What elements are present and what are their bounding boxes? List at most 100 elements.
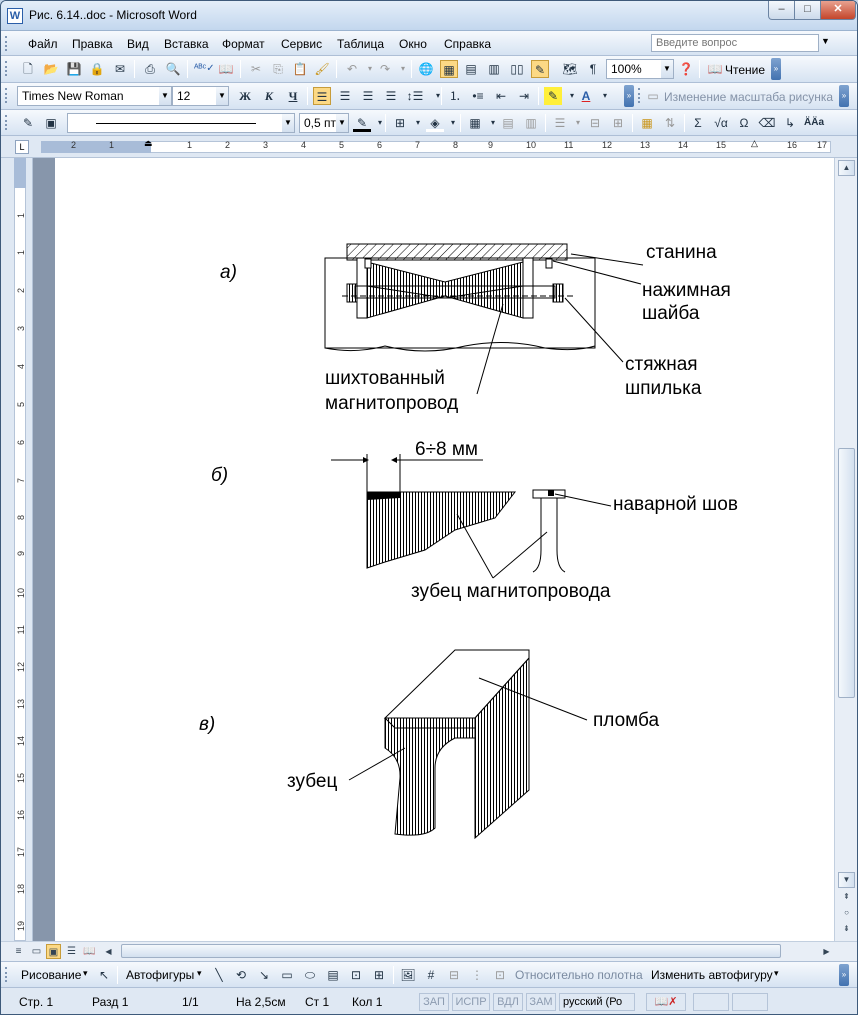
print-icon[interactable]: ⎙ xyxy=(145,62,155,76)
autosum-icon[interactable]: Σ xyxy=(694,116,702,130)
print-layout-icon[interactable]: ▣ xyxy=(46,944,61,959)
right-indent-marker-icon[interactable]: △ xyxy=(751,138,758,148)
redo-dropdown-icon[interactable]: ▾ xyxy=(400,64,405,73)
redo-icon[interactable]: ↷ xyxy=(379,62,391,76)
autoformat-icon[interactable]: ▦ xyxy=(641,116,653,130)
toolbar-grip[interactable] xyxy=(5,115,8,130)
line-spacing-icon[interactable]: ↕☰ xyxy=(406,89,424,103)
cell-align-icon[interactable]: ☰ xyxy=(554,116,566,130)
menu-file[interactable]: Файл xyxy=(28,37,58,51)
change-autoshape-button[interactable]: Изменить автофигуру xyxy=(651,968,773,982)
line-weight-select[interactable]: 0,5 пт▼ xyxy=(299,113,349,133)
toolbar-grip[interactable] xyxy=(638,88,641,103)
tables-borders-icon[interactable]: ▦ xyxy=(440,60,458,78)
symbol-icon[interactable]: Ω xyxy=(739,116,749,130)
textbox-icon[interactable]: ▤ xyxy=(327,968,339,982)
reading-view-icon[interactable]: 📖 xyxy=(83,946,96,957)
spelling-status-icon[interactable]: 📖✗ xyxy=(646,993,686,1011)
maximize-button[interactable]: □ xyxy=(794,1,821,20)
grid-icon[interactable]: # xyxy=(427,968,435,982)
menu-format[interactable]: Формат xyxy=(222,37,265,51)
minimize-button[interactable]: – xyxy=(768,1,795,20)
horizontal-scroll-thumb[interactable] xyxy=(121,944,781,958)
drawing-dropdown-icon[interactable]: ▾ xyxy=(83,968,88,978)
font-color-icon[interactable]: A xyxy=(581,89,591,103)
italic-button[interactable]: К xyxy=(264,89,274,103)
insert-table-dropdown-icon[interactable]: ▾ xyxy=(490,118,495,127)
align-center-icon[interactable]: ☰ xyxy=(339,89,351,103)
tab-stop-selector[interactable]: L xyxy=(15,140,29,154)
sort-asc-icon[interactable]: ⇅ xyxy=(664,116,676,130)
insert-table-icon[interactable]: ▦ xyxy=(469,116,481,130)
document-area[interactable]: а) станина нажимная шайба стяжная шпильк… xyxy=(33,158,834,941)
highlight-dropdown-icon[interactable]: ▾ xyxy=(569,91,574,100)
previous-page-icon[interactable]: ⇞ xyxy=(843,892,850,901)
chevron-down-icon[interactable]: ▼ xyxy=(216,87,228,105)
cell-align-dropdown-icon[interactable]: ▾ xyxy=(575,118,580,127)
drawing-icon[interactable]: ✎ xyxy=(531,60,549,78)
change-autoshape-dropdown-icon[interactable]: ▾ xyxy=(774,968,779,978)
relative-icon[interactable]: ⊡ xyxy=(494,968,506,982)
bold-button[interactable]: Ж xyxy=(239,89,251,103)
arrow-icon[interactable]: ↘ xyxy=(258,968,270,982)
menu-view[interactable]: Вид xyxy=(127,37,149,51)
chevron-down-icon[interactable]: ▼ xyxy=(661,60,673,78)
new-document-icon[interactable]: 🗋 xyxy=(23,62,33,76)
font-name-select[interactable]: Times New Roman▼ xyxy=(17,86,172,106)
increase-indent-icon[interactable]: ⇥ xyxy=(518,89,530,103)
scroll-down-icon[interactable]: ▼ xyxy=(838,872,855,888)
align-right-icon[interactable]: ☰ xyxy=(362,89,374,103)
scroll-up-icon[interactable]: ▲ xyxy=(838,160,855,176)
help-icon[interactable]: ❓ xyxy=(678,62,694,76)
normal-view-icon[interactable]: ≡ xyxy=(15,946,22,957)
status-overtype[interactable]: ЗАМ xyxy=(526,993,556,1011)
cut-icon[interactable]: ✂ xyxy=(250,62,262,76)
line-icon[interactable]: ╲ xyxy=(215,968,223,982)
wordart-icon[interactable]: ↳ xyxy=(784,116,796,130)
toolbar-options-icon[interactable]: » xyxy=(839,964,849,986)
word-app-icon[interactable]: W xyxy=(7,8,23,24)
scroll-left-icon[interactable]: ◀ xyxy=(105,947,112,956)
insert-excel-icon[interactable]: ▥ xyxy=(488,62,500,76)
outline-view-icon[interactable]: ☰ xyxy=(67,946,76,957)
horizontal-scrollbar[interactable]: ≡ ▭ ▣ ☰ 📖 ◀ ▶ xyxy=(1,941,857,961)
select-objects-icon[interactable]: ↖ xyxy=(98,968,110,982)
paste-icon[interactable]: 📋 xyxy=(292,62,308,76)
close-button[interactable]: ✕ xyxy=(820,1,856,20)
connector-icon[interactable]: ⟲ xyxy=(235,968,247,982)
distribute-cols-icon[interactable]: ⊞ xyxy=(612,116,624,130)
edit-picture-icon[interactable]: ✎ xyxy=(22,116,34,130)
split-cells-icon[interactable]: ▥ xyxy=(525,116,537,130)
relative-to-canvas-button[interactable]: Относительно полотна xyxy=(515,968,643,982)
browse-object-icon[interactable]: ○ xyxy=(844,908,849,917)
permission-icon[interactable]: 🔒 xyxy=(89,62,105,76)
align-icon[interactable]: ⊟ xyxy=(448,968,460,982)
toolbar-grip[interactable] xyxy=(5,88,8,103)
format-object-icon[interactable]: ▣ xyxy=(45,116,57,130)
indent-marker-icon[interactable]: ⏏ xyxy=(144,138,153,148)
hyperlink-icon[interactable]: 🌐 xyxy=(418,62,434,76)
reading-layout-button[interactable]: Чтение xyxy=(725,63,766,77)
toolbar-grip[interactable] xyxy=(5,967,8,982)
status-record[interactable]: ЗАП xyxy=(419,993,449,1011)
underline-button[interactable]: Ч xyxy=(288,89,298,103)
web-view-icon[interactable]: ▭ xyxy=(31,946,42,957)
group-icon[interactable]: ⊡ xyxy=(350,968,362,982)
undo-icon[interactable]: ↶ xyxy=(346,62,358,76)
distribute-icon[interactable]: ⋮ xyxy=(471,968,483,982)
toolbar-options-icon[interactable]: » xyxy=(771,58,781,80)
document-map-icon[interactable]: 🗺 xyxy=(562,62,578,76)
email-icon[interactable]: ✉ xyxy=(114,62,126,76)
picture-scale-button[interactable]: Изменение масштаба рисунка xyxy=(664,90,834,104)
menu-tools[interactable]: Сервис xyxy=(281,37,323,51)
line-style-select[interactable]: ▼ xyxy=(67,113,295,133)
toolbar-grip[interactable] xyxy=(5,61,8,76)
document-page[interactable]: а) станина нажимная шайба стяжная шпильк… xyxy=(55,158,834,941)
drawing-menu-button[interactable]: Рисование xyxy=(21,968,82,982)
toolbar-options-icon[interactable]: » xyxy=(624,85,634,107)
chevron-down-icon[interactable]: ▼ xyxy=(336,114,348,132)
vertical-ruler-band[interactable] xyxy=(14,158,26,941)
undo-dropdown-icon[interactable]: ▾ xyxy=(367,64,372,73)
rectangle-icon[interactable]: ▭ xyxy=(281,968,293,982)
oval-icon[interactable]: ⬭ xyxy=(304,968,316,982)
